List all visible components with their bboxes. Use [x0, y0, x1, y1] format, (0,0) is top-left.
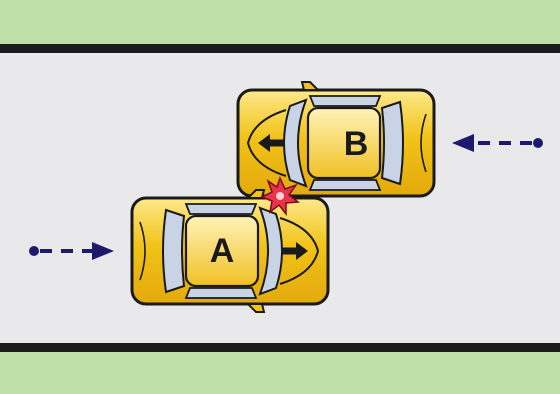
road-edge-bottom	[0, 343, 560, 352]
car-a-arrow-tail-dot	[29, 246, 39, 256]
car-a-motion-arrow	[29, 242, 114, 260]
car-a-label: A	[210, 232, 235, 270]
collision-star-icon	[260, 175, 300, 217]
car-b	[236, 80, 436, 206]
car-a-arrowhead-icon	[92, 242, 114, 260]
grass-bottom	[0, 352, 560, 394]
car-b-motion-arrow	[452, 134, 543, 152]
car-b-heading-arrow-icon	[258, 134, 284, 152]
car-b-arrowhead-icon	[452, 134, 474, 152]
road-edge-top	[0, 44, 560, 53]
car-a	[130, 188, 330, 314]
grass-top	[0, 0, 560, 44]
car-b-arrow-tail-dot	[533, 138, 543, 148]
car-b-label: B	[344, 125, 369, 163]
car-a-heading-arrow-icon	[282, 242, 308, 260]
